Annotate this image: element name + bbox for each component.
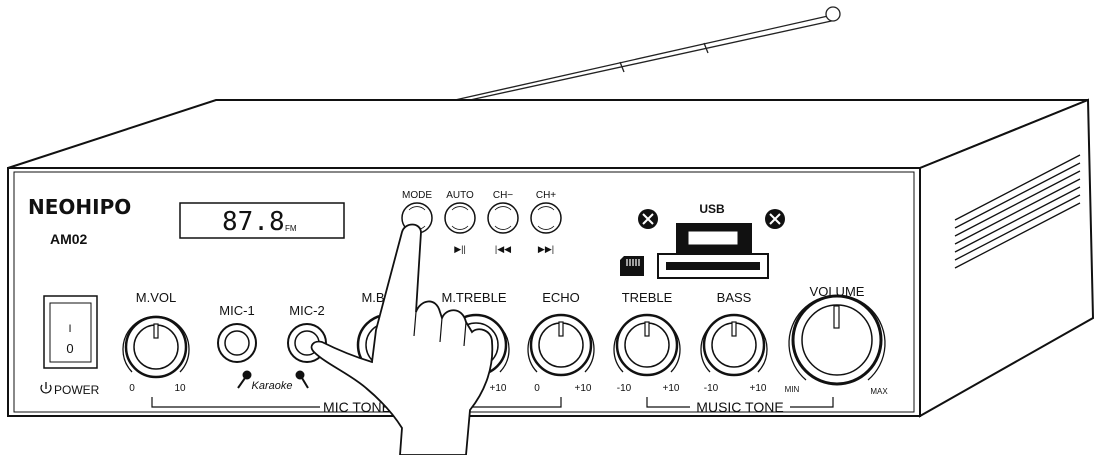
power-on-mark: I	[68, 323, 71, 335]
music-tone-label: MUSIC TONE	[696, 399, 783, 415]
m-vol-max: 10	[174, 383, 186, 394]
karaoke-label: Karaoke	[252, 380, 293, 392]
treble-min: -10	[617, 383, 632, 394]
power-off-mark: 0	[66, 341, 73, 356]
mic-right-icon	[295, 370, 309, 389]
volume-min: MIN	[785, 385, 800, 394]
mic-tone-label: MIC TONE	[323, 399, 391, 415]
group-brackets	[151, 397, 834, 408]
m-treble-label: M.TREBLE	[441, 290, 506, 305]
display-band: FM	[285, 224, 297, 233]
m-vol-label: M.VOL	[136, 290, 176, 305]
power-switch[interactable]: I 0	[43, 295, 98, 369]
antenna	[454, 6, 841, 101]
bass-label: BASS	[717, 290, 752, 305]
next-icon: ▶▶|	[538, 244, 554, 254]
volume-label: VOLUME	[810, 284, 865, 299]
power-icon	[40, 382, 52, 394]
echo-label: ECHO	[542, 290, 580, 305]
function-buttons: MODE AUTO CH− CH+ ▶|| |◀◀ ▶▶|	[401, 190, 562, 254]
echo-knob[interactable]	[527, 313, 595, 377]
display-frequency: 87.8	[222, 207, 285, 237]
volume-max: MAX	[870, 387, 888, 396]
power-label: POWER	[54, 383, 100, 397]
echo-min: 0	[534, 383, 540, 394]
m-vol-min: 0	[129, 383, 135, 394]
bass-max: +10	[750, 383, 767, 394]
bass-min: -10	[704, 383, 719, 394]
side-vents	[954, 154, 1081, 269]
previous-icon: |◀◀	[495, 244, 511, 254]
treble-max: +10	[663, 383, 680, 394]
bass-knob[interactable]	[700, 313, 768, 377]
sd-card-icon	[620, 256, 644, 276]
m-treble-max: +10	[490, 383, 507, 394]
ch-minus-button[interactable]	[487, 202, 519, 234]
hand-illustration	[310, 223, 494, 455]
model-label: AM02	[50, 231, 88, 247]
lcd-display: 87.8 FM	[179, 202, 345, 239]
media-panel: USB	[620, 202, 785, 279]
auto-play-pause-button[interactable]	[444, 202, 476, 234]
sd-slot-opening	[666, 262, 760, 270]
mic-1-label: MIC-1	[219, 303, 254, 318]
mic-1-jack[interactable]	[217, 323, 257, 363]
ch-minus-label: CH−	[493, 190, 513, 201]
ch-plus-label: CH+	[536, 190, 556, 201]
play-pause-icon: ▶||	[454, 244, 466, 254]
mic-2-label: MIC-2	[289, 303, 324, 318]
echo-max: +10	[575, 383, 592, 394]
usb-port[interactable]	[687, 230, 739, 246]
mode-label: MODE	[402, 190, 432, 201]
brand-logo: NEOHIPO	[28, 195, 131, 219]
treble-knob[interactable]	[613, 313, 681, 377]
screw-left-icon	[638, 209, 658, 229]
mic-left-icon	[237, 370, 252, 389]
screw-right-icon	[765, 209, 785, 229]
volume-knob[interactable]	[788, 294, 886, 386]
knobs	[122, 294, 886, 386]
ch-plus-button[interactable]	[530, 202, 562, 234]
usb-label: USB	[699, 202, 725, 216]
m-vol-knob[interactable]	[122, 315, 190, 379]
auto-label: AUTO	[446, 190, 474, 201]
treble-label: TREBLE	[622, 290, 673, 305]
